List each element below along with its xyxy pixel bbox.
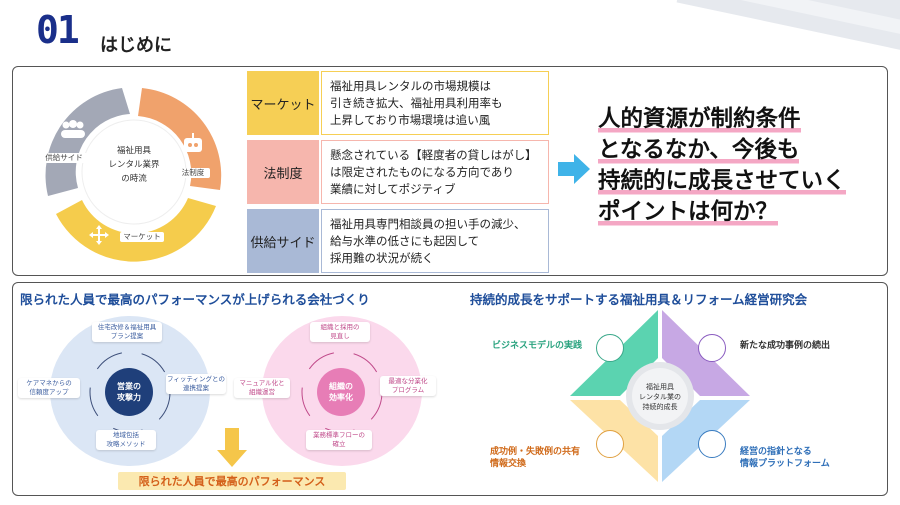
label-business-model: ビジネスモデルの実践 [492, 341, 583, 351]
cycle-segment-market [56, 198, 216, 262]
label-share-cases: 成功例・失敗例の共有 情報交換 [490, 447, 581, 469]
chart-growth-icon [698, 334, 726, 362]
globe-icon [698, 430, 726, 458]
row-text-market: 福祉用具レンタルの市場規模は 引き続き拡大、福祉用具利用率も 上昇しており市場環… [321, 71, 549, 135]
efficiency-chip-1: 組織と採用の見直し [310, 322, 370, 342]
right-section-title: 持続的成長をサポートする福祉用具＆リフォーム経営研究会 [470, 292, 808, 307]
right-arrow-icon [558, 154, 590, 184]
page-title: はじめに [100, 35, 172, 56]
people-icon [58, 120, 88, 140]
sales-chip-2: フィッティングとの連携提案 [166, 374, 226, 394]
section-number: 01 [36, 8, 80, 52]
row-text-supply: 福祉用具専門相談員の担い手の減少、 給与水準の低さにも起因して 採用難の状況が続… [321, 209, 549, 273]
row-text-law: 懸念されている【軽度者の貸しはがし】 は限定されたものになる方向であり 業績に対… [321, 140, 549, 204]
cycle-segment-supply [45, 88, 130, 196]
efficiency-chip-3: 業務標準フローの確立 [306, 430, 372, 450]
market-cycle-diagram [45, 88, 222, 262]
cycle-label-law: 法制度 [176, 168, 210, 178]
sales-chip-4: ケアマネからの信頼度アップ [18, 378, 80, 398]
key-message: 人的資源が制約条件 となるなか、今後も 持続的に成長させていく ポイントは何か？ [598, 104, 846, 228]
cycle-segment-law [138, 88, 222, 190]
row-label-law: 法制度 [247, 140, 319, 204]
down-arrow-icon [217, 428, 247, 467]
left-section-title: 限られた人員で最高のパフォーマンスが上げられる会社づくり [20, 292, 370, 307]
label-platform: 経営の指針となる 情報プラットフォーム [740, 447, 830, 469]
row-label-supply: 供給サイド [247, 209, 319, 273]
sales-chip-3: 地域包括攻略メソッド [96, 430, 156, 450]
efficiency-center: 組織の 効率化 [317, 368, 365, 416]
cycle-center-text: 福祉用具 レンタル業界 の時流 [108, 146, 160, 184]
robot-icon [180, 132, 206, 156]
result-banner: 限られた人員で最高のパフォーマンス [118, 472, 346, 490]
group-icon [596, 430, 624, 458]
row-label-market: マーケット [247, 71, 319, 135]
move-arrows-icon [88, 224, 110, 246]
cycle-label-supply: 供給サイド [40, 153, 88, 163]
sales-center: 営業の 攻撃力 [105, 368, 153, 416]
growth-center-text: 福祉用具 レンタル業の 持続的成長 [639, 383, 681, 411]
efficiency-chip-4: マニュアル化と組織運営 [234, 378, 290, 398]
cycle-label-market: マーケット [120, 232, 164, 242]
sales-chip-1: 住宅改修＆福祉用具プラン提案 [92, 322, 162, 342]
label-new-success: 新たな成功事例の続出 [740, 341, 831, 351]
efficiency-chip-2: 最適な分業化プログラム [380, 376, 436, 396]
network-icon [596, 334, 624, 362]
